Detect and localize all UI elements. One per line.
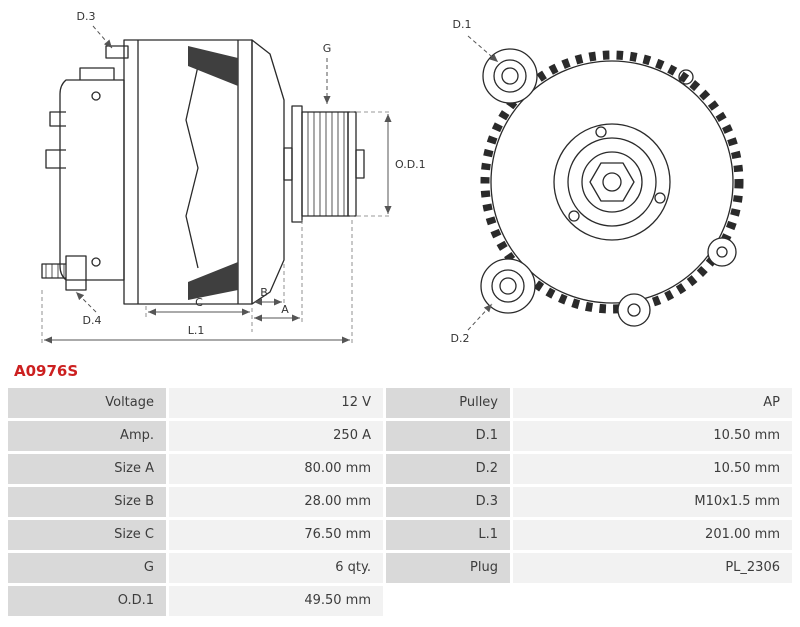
spec-value: 80.00 mm — [169, 454, 383, 484]
dim-label-g: G — [323, 42, 332, 55]
spec-label: Amp. — [8, 421, 166, 451]
spec-label: O.D.1 — [8, 586, 166, 616]
spec-label: D.3 — [386, 487, 510, 517]
side-view-dimensions: D.3 G O.D.1 D.4 C B A L.1 — [41, 10, 426, 344]
spec-value: 10.50 mm — [513, 454, 792, 484]
dim-label-d4: D.4 — [83, 314, 102, 327]
dim-label-d3: D.3 — [77, 10, 96, 23]
dim-label-c: C — [195, 296, 203, 309]
spec-value: 76.50 mm — [169, 520, 383, 550]
alternator-side-view — [41, 39, 365, 305]
spec-value: 28.00 mm — [169, 487, 383, 517]
spec-label: Size B — [8, 487, 166, 517]
spec-value: 6 qty. — [169, 553, 383, 583]
front-view-dimensions: D.1 D.2 — [451, 18, 499, 345]
spec-value: PL_2306 — [513, 553, 792, 583]
spec-value: 250 A — [169, 421, 383, 451]
empty-cell — [386, 586, 792, 616]
spec-value: 49.50 mm — [169, 586, 383, 616]
spec-value: M10x1.5 mm — [513, 487, 792, 517]
spec-label: Voltage — [8, 388, 166, 418]
spec-label: D.1 — [386, 421, 510, 451]
dim-label-d2: D.2 — [451, 332, 470, 345]
spec-label: L.1 — [386, 520, 510, 550]
spec-value: AP — [513, 388, 792, 418]
alternator-front-view — [480, 48, 744, 327]
part-number: A0976S — [14, 362, 79, 380]
spec-label: Pulley — [386, 388, 510, 418]
spec-label: D.2 — [386, 454, 510, 484]
spec-value: 10.50 mm — [513, 421, 792, 451]
spec-label: Size A — [8, 454, 166, 484]
spec-label: Size C — [8, 520, 166, 550]
spec-value: 201.00 mm — [513, 520, 792, 550]
dim-label-b: B — [260, 286, 268, 299]
technical-drawing: D.3 G O.D.1 D.4 C B A L.1 — [41, 10, 744, 345]
dim-label-od1: O.D.1 — [395, 158, 426, 171]
dim-label-d1: D.1 — [453, 18, 472, 31]
spec-table: Voltage 12 V Pulley AP Amp. 250 A D.1 10… — [8, 388, 792, 616]
alternator-diagram: D.3 G O.D.1 D.4 C B A L.1 — [41, 10, 744, 345]
spec-label: G — [8, 553, 166, 583]
spec-label: Plug — [386, 553, 510, 583]
spec-value: 12 V — [169, 388, 383, 418]
dim-label-a: A — [281, 303, 289, 316]
dim-label-l1: L.1 — [188, 324, 205, 337]
